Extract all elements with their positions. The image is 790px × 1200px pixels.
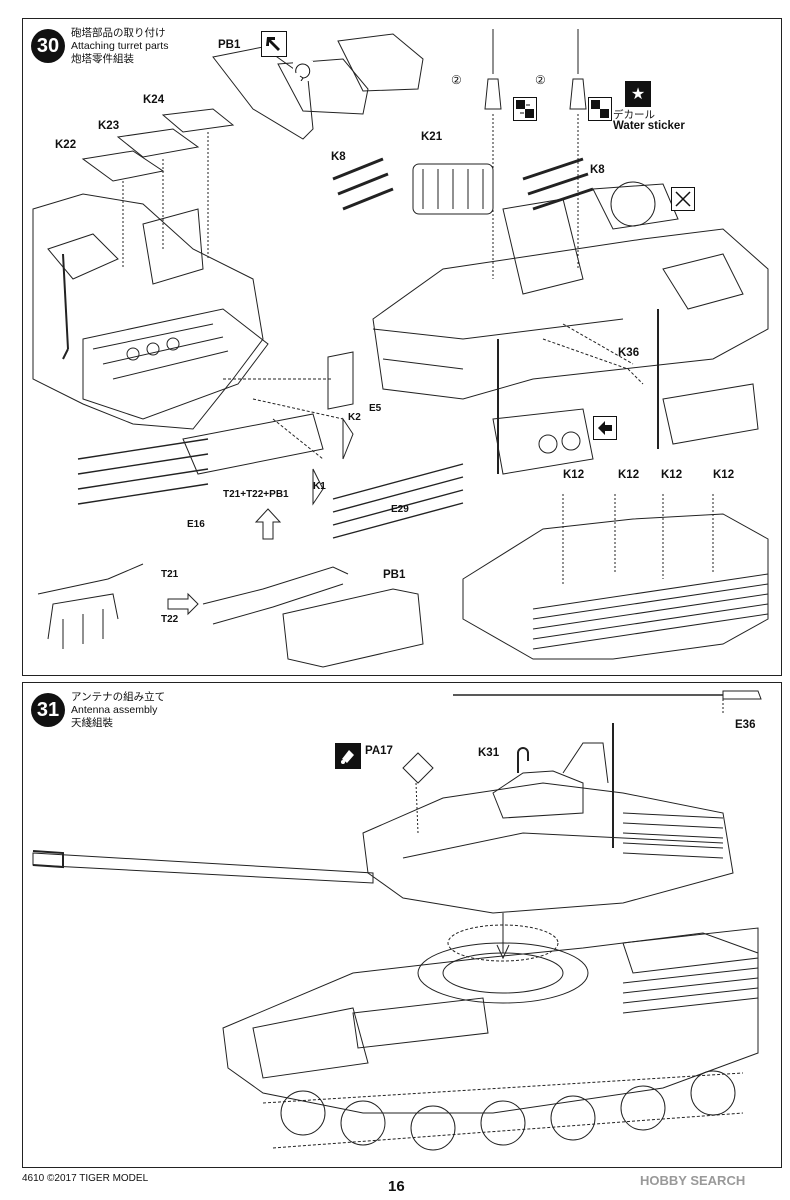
label-circled-2: ②: [451, 73, 462, 87]
step-title-en: Antenna assembly: [71, 704, 158, 716]
label-e5: E5: [369, 403, 382, 414]
label-k22: K22: [55, 139, 77, 151]
step-title-cn: 炮塔零件組装: [71, 53, 134, 65]
page-number: 16: [388, 1178, 405, 1195]
label-k23: K23: [98, 120, 120, 132]
tank-assembly-drawing: [32, 690, 762, 1151]
label-k31: K31: [478, 747, 500, 759]
label-k21: K21: [421, 131, 443, 143]
label-k24: K24: [143, 94, 165, 106]
label-e36: E36: [735, 719, 756, 731]
step-30-panel: 30 砲塔部品の取り付け Attaching turret parts 炮塔零件…: [22, 18, 782, 676]
step-title-jp: 砲塔部品の取り付け: [71, 27, 166, 39]
drill-flip-icon: [588, 97, 612, 121]
step-title: アンテナの組み立て Antenna assembly 天綫組裝: [71, 691, 165, 730]
step-title-cn: 天綫組裝: [71, 717, 113, 729]
label-e29: E29: [391, 504, 409, 515]
star-decal-icon: ★: [625, 81, 651, 107]
watermark: HOBBY SEARCH: [640, 1173, 746, 1188]
step-number: 30: [31, 29, 65, 63]
label-k36: K36: [618, 347, 640, 359]
label-t21-t22-pb1: T21+T22+PB1: [223, 489, 289, 500]
up-arrow-icon: [254, 508, 282, 540]
footer-copyright: 4610 ©2017 TIGER MODEL: [22, 1173, 149, 1184]
label-t21: T21: [161, 569, 179, 580]
label-pa17: PA17: [365, 745, 393, 757]
step-title-jp: アンテナの組み立て: [71, 691, 166, 703]
label-circled-2: ②: [535, 73, 546, 87]
label-pb1: PB1: [218, 39, 241, 51]
no-glue-icon: [671, 187, 695, 211]
label-k12: K12: [661, 469, 683, 481]
drill-flip-icon: [513, 97, 537, 121]
label-e16: E16: [187, 519, 205, 530]
label-k8: K8: [331, 151, 346, 163]
step-31-panel: 31 アンテナの組み立て Antenna assembly 天綫組裝: [22, 682, 782, 1168]
label-k1: K1: [313, 481, 326, 492]
label-k12: K12: [618, 469, 640, 481]
label-pb1: PB1: [383, 569, 406, 581]
drill-flip-icon: [593, 416, 617, 440]
rotate-arrow-icon: [293, 61, 313, 81]
label-water-sticker: Water sticker: [613, 120, 685, 132]
step-title-en: Attaching turret parts: [71, 40, 169, 52]
label-k12: K12: [563, 469, 585, 481]
label-k12: K12: [713, 469, 735, 481]
paint-icon: [335, 743, 361, 769]
label-k2: K2: [348, 412, 361, 423]
step-number: 31: [31, 693, 65, 727]
label-t22: T22: [161, 614, 179, 625]
turret-assembly-drawing: [32, 29, 769, 668]
step-title: 砲塔部品の取り付け Attaching turret parts 炮塔零件組装: [71, 27, 168, 66]
select-icon: [261, 31, 287, 57]
label-k8: K8: [590, 164, 605, 176]
label-decal-jp: デカール: [613, 109, 655, 121]
